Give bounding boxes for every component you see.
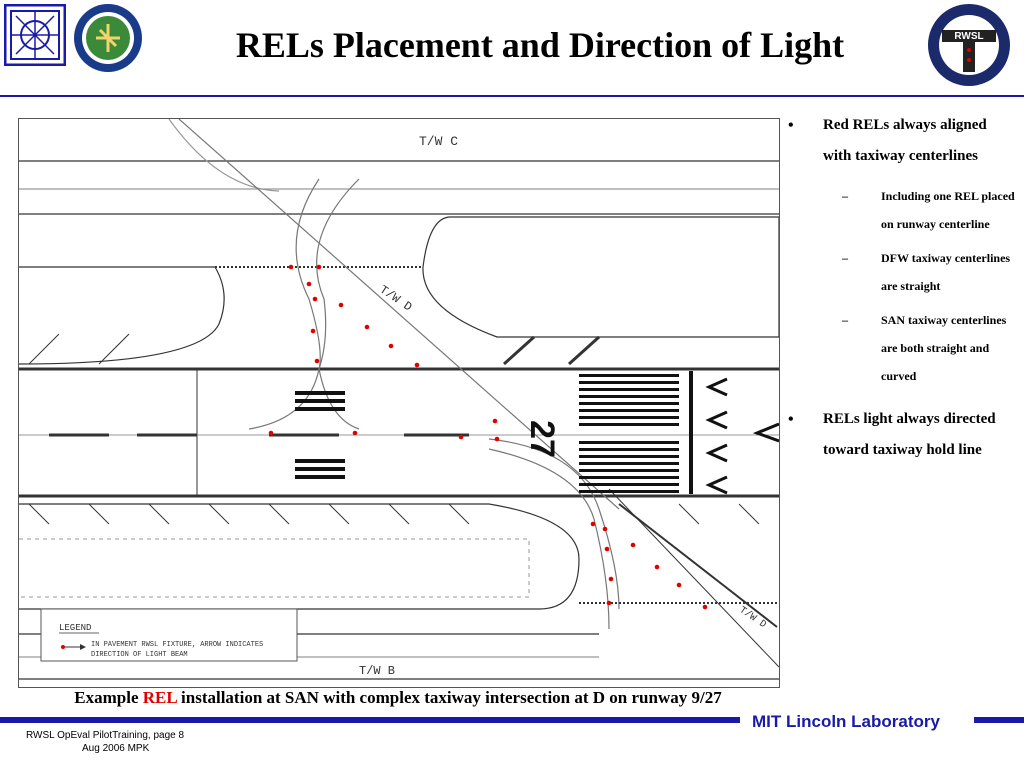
bullet-marker: •	[788, 411, 794, 428]
footer-line-1: RWSL OpEval PilotTraining, page 8	[26, 730, 185, 741]
footer-line-2: Aug 2006 MPK	[82, 743, 150, 754]
sub-bullet-marker: –	[842, 189, 848, 203]
sub-bullet-marker: –	[842, 251, 848, 265]
bullet-item: • RELs light always directed toward taxi…	[786, 404, 1018, 466]
ll-logo-icon	[4, 4, 66, 66]
title-divider	[0, 95, 1024, 97]
bullet-list: • Red RELs always aligned with taxiway c…	[786, 110, 1018, 476]
sub-bullet-text: SAN taxiway centerlines are both straigh…	[881, 313, 1007, 383]
sub-bullet-text: Including one REL placed on runway cente…	[881, 189, 1015, 231]
legend-line-1: IN PAVEMENT RWSL FIXTURE, ARROW INDICATE…	[91, 641, 263, 649]
sub-bullet-item: – SAN taxiway centerlines are both strai…	[786, 306, 1018, 390]
sub-bullet-marker: –	[842, 313, 848, 327]
diagram-caption: Example REL installation at SAN with com…	[18, 688, 778, 708]
caption-prefix: Example	[74, 688, 143, 707]
footer-info: RWSL OpEval PilotTraining, page 8 Aug 20…	[26, 729, 184, 755]
footer-bar-right	[974, 717, 1024, 723]
sub-bullet-item: – Including one REL placed on runway cen…	[786, 182, 1018, 238]
bullet-text: Red RELs always aligned with taxiway cen…	[823, 117, 987, 164]
sub-bullet-item: – DFW taxiway centerlines are straight	[786, 244, 1018, 300]
caption-highlight: REL	[142, 688, 177, 707]
bullet-item: • Red RELs always aligned with taxiway c…	[786, 110, 1018, 172]
rwsl-logo-center: RWSL	[954, 31, 983, 42]
page-title: RELs Placement and Direction of Light	[235, 25, 845, 65]
twb-label: T/W B	[359, 664, 395, 678]
lab-name: MIT Lincoln Laboratory	[752, 712, 940, 731]
sub-bullet-text: DFW taxiway centerlines are straight	[881, 251, 1011, 293]
legend-line-2: DIRECTION OF LIGHT BEAM	[91, 651, 188, 659]
caption-suffix: installation at SAN with complex taxiway…	[176, 688, 722, 707]
legend-title: LEGEND	[59, 623, 91, 633]
runway-number: 27	[523, 420, 561, 458]
faa-seal-icon	[74, 4, 142, 72]
bullet-text: RELs light always directed toward taxiwa…	[823, 411, 996, 458]
airport-diagram: 27 T/W C T/W D T/W D T/W B LEGEND IN PAV…	[18, 118, 780, 688]
twc-label: T/W C	[419, 134, 458, 149]
bullet-marker: •	[788, 117, 794, 134]
footer-bar-left	[0, 717, 740, 723]
rwsl-logo-icon: RWSL	[928, 4, 1010, 86]
